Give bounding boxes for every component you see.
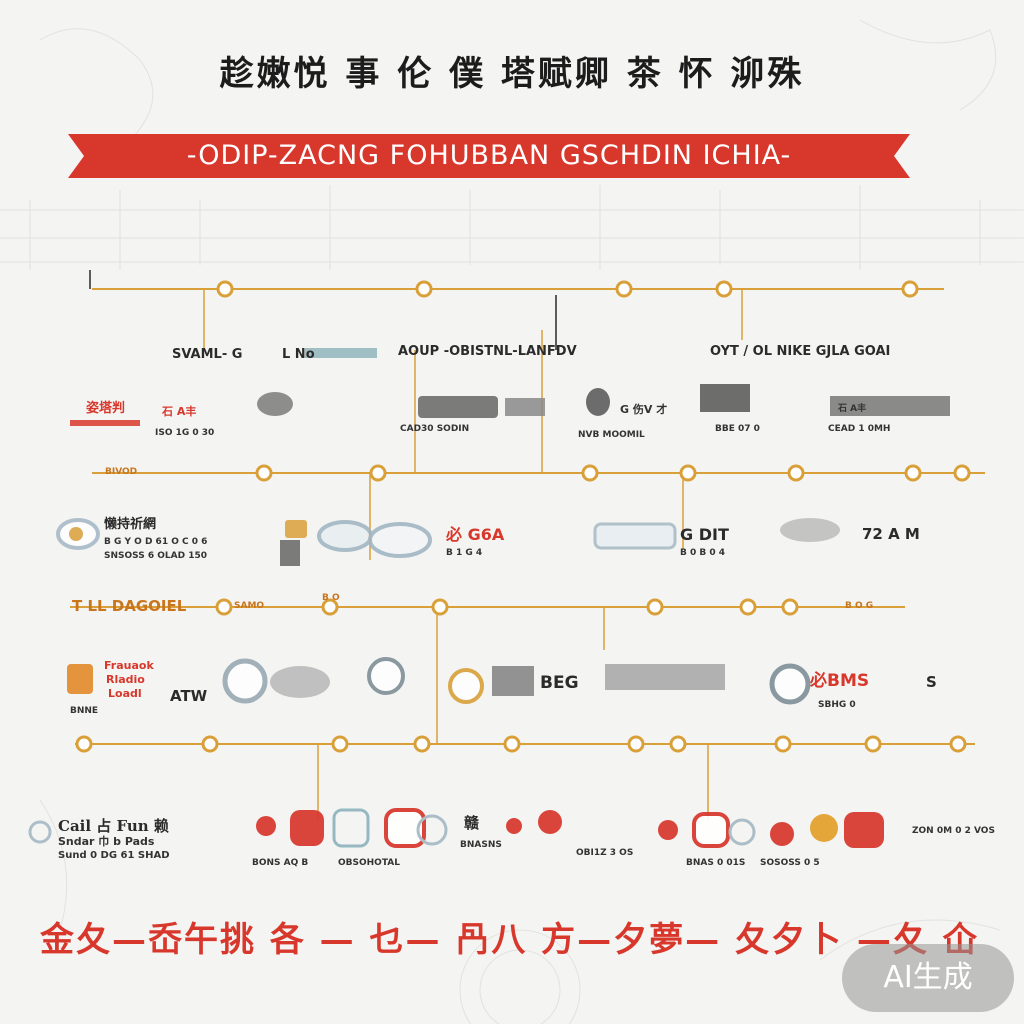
row2-label-d: 72 A M — [862, 525, 920, 543]
row1-label-right: OYT / OL NIKE GJLA GOAI — [710, 344, 891, 359]
row1-sub-5: BBE 07 0 — [715, 424, 760, 434]
row5-label-a: Cail 占 Fun 赖 — [58, 817, 169, 835]
row4-label-g: S — [926, 673, 937, 691]
row4-label-f: 必BMS — [810, 671, 870, 691]
row5-right: ZON 0M 0 2 VOS — [912, 826, 995, 836]
row4-label-h: SBHG 0 — [818, 700, 856, 710]
row2-label-a-sub: B G Y O D 61 O C 0 6 — [104, 537, 208, 547]
row1-label-mid: AOUP -OBISTNL-LANFDV — [398, 344, 577, 359]
row4-label-d: ATW — [170, 687, 208, 705]
title-ribbon — [68, 134, 910, 178]
row1-sub-3: G 伤V 才 — [620, 403, 668, 416]
footer-calligraphy: 金夂—岙午挑 各 — 乜— 冎八 方—夕夢— 夂夕卜 —夂 仚 — [40, 920, 979, 960]
row1-red-block: 姿塔判 — [86, 401, 126, 416]
page-title: 趁嫩悦 事 伦 僕 塔赋卿 茶 怀 泖殊 — [219, 54, 805, 94]
row4-label-e: BEG — [540, 673, 579, 693]
row5-sub-3: BNASNS — [460, 840, 502, 850]
row1-sub-4: NVB MOOMIL — [578, 430, 645, 440]
row3-label-b: SAMO — [234, 601, 265, 611]
row1-sub-7: CEAD 1 0MH — [828, 424, 891, 434]
row3-label-c: B O — [322, 593, 340, 603]
row5-sub-2: OBSOHOTAL — [338, 858, 400, 868]
row2-label-b-sub: B 1 G 4 — [446, 548, 483, 558]
row2-label-c: G DIT — [680, 525, 729, 544]
row3-label-d: B O G — [845, 601, 874, 611]
row2-label-a: 懒持祈網 — [104, 517, 157, 532]
row3-label-left: T LL DAGOIEL — [72, 597, 187, 615]
row2-label-c-sub: B 0 B 0 4 — [680, 548, 726, 558]
row5-label-d: 赣 — [464, 814, 480, 832]
row1-sub-1: ISO 1G 0 30 — [155, 428, 215, 438]
row5-sub-1: BONS AQ B — [252, 858, 309, 868]
ribbon-label: -ODIP-ZACNG FOHUBBAN GSCHDIN ICHIA- — [186, 140, 792, 171]
row1-sub-2: CAD30 SODIN — [400, 424, 470, 434]
row5-sub-5: BNAS 0 01S — [686, 858, 746, 868]
row5-sub-4: OBI1Z 3 OS — [576, 848, 634, 858]
row2-label-a-sub-2: SNSOSS 6 OLAD 150 — [104, 551, 207, 561]
row4-label-a: Frauaok — [104, 659, 154, 672]
row4-label-b: Rladio — [106, 673, 145, 686]
row2-label-left: BIVOD — [105, 467, 138, 477]
row4-label-c: Loadl — [108, 687, 142, 700]
ai-generated-badge: AI生成 — [842, 944, 1014, 1012]
row5-label-c: Sund 0 DG 61 SHAD — [58, 850, 170, 861]
row5-label-b: Sndar 巾 b Pads — [58, 835, 155, 848]
row2-label-b: 必 G6A — [446, 525, 505, 544]
row1-label-left: SVAML- G — [172, 347, 243, 362]
row1-label-left-2: L No — [282, 347, 315, 362]
row1-tag: 石 A丰 — [162, 405, 197, 418]
row4-sub: BNNE — [70, 706, 99, 716]
row5-sub-6: SOSOSS 0 5 — [760, 858, 820, 868]
row1-sub-6: 石 A丰 — [838, 404, 867, 414]
